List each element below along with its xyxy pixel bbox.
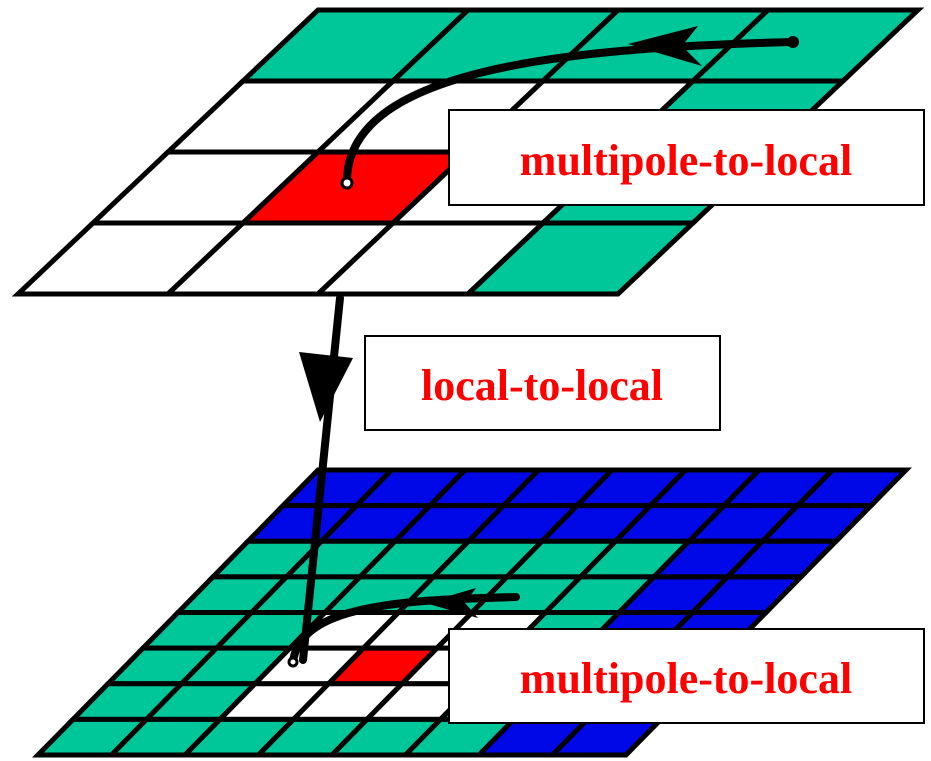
l2l-label-box: local-to-local [364,335,721,431]
bottom-m2l-arrow-curve [289,593,520,666]
top-m2l-source-dot [787,36,799,48]
local-to-local-arrowhead [299,352,353,422]
top-grid-cell-teal [461,220,700,297]
top-m2l-label-frame [448,109,925,206]
bottom-m2l-label-box: multipole-to-local [448,628,925,724]
l2l-label: local-to-local [421,361,663,410]
top-m2l-label-box: multipole-to-local [448,109,925,206]
top-m2l-arrowhead [628,26,702,66]
l2l-label-frame [364,335,721,431]
bottom-m2l-label: multipole-to-local [520,654,852,703]
bottom-grid-fine-level [32,467,912,758]
bottom-m2l-arrowhead [425,588,478,618]
local-to-local-arrow [299,294,353,664]
bottom-m2l-label-frame [448,628,925,724]
top-m2l-arrow [340,26,799,190]
bottom-m2l-arrow [287,588,520,668]
top-m2l-target-dot [340,176,354,190]
top-m2l-label: multipole-to-local [520,136,852,185]
top-m2l-arrow-curve [342,38,797,187]
bottom-m2l-target-dot [287,656,299,668]
